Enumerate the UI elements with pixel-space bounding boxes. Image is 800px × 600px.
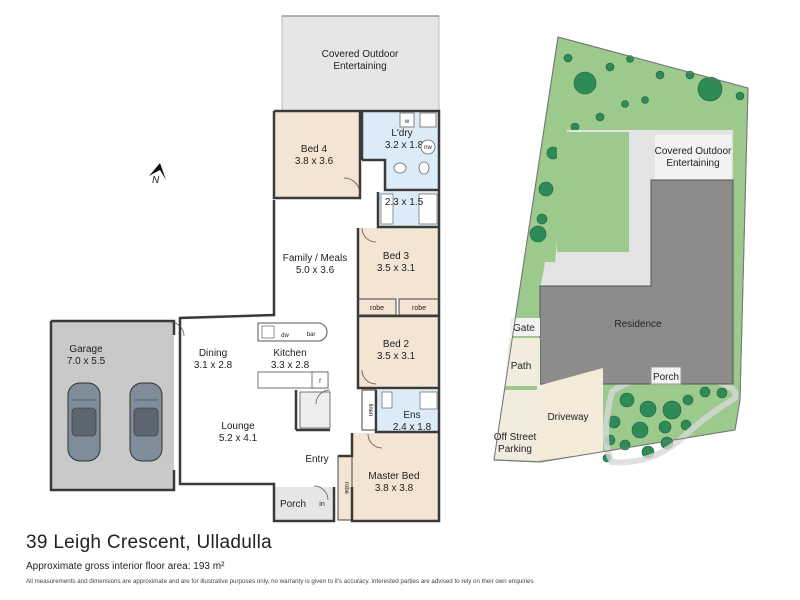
family-meals-room <box>274 200 358 315</box>
family-meals-label: Family / Meals <box>283 253 347 264</box>
site-path <box>505 338 540 386</box>
bed3-dims: 3.5 x 3.1 <box>377 263 416 274</box>
family-meals-dims: 5.0 x 3.6 <box>296 265 335 276</box>
master-robe-label: robe <box>343 482 349 495</box>
dishwasher-label: dw <box>281 333 289 339</box>
door-swings <box>169 177 383 501</box>
robe-right-label: robe <box>412 305 426 312</box>
entry-label: Entry <box>305 454 328 465</box>
master-bed-dims: 3.8 x 3.8 <box>375 483 414 494</box>
floor-area-text: Approximate gross interior floor area: 1… <box>26 561 225 572</box>
property-address: 39 Leigh Crescent, Ulladulla <box>26 532 273 553</box>
garage-label: Garage <box>69 344 103 355</box>
site-off-street-label-1: Off Street <box>494 432 537 443</box>
site-covered-outdoor <box>653 133 733 183</box>
site-gate-label: Gate <box>513 323 535 334</box>
walls <box>49 109 441 523</box>
bed2-dims: 3.5 x 3.1 <box>377 351 416 362</box>
dining-dims: 3.1 x 2.8 <box>194 360 233 371</box>
ensuite-dims: 2.4 x 1.8 <box>393 422 432 433</box>
site-covered-label-1: Covered Outdoor <box>655 146 732 157</box>
site-porch-label: Porch <box>653 372 679 383</box>
laundry-label: L'dry <box>391 128 412 139</box>
washer-label: w <box>404 119 410 125</box>
covered-outdoor-label-1: Covered Outdoor <box>322 49 399 60</box>
bed2-label: Bed 2 <box>383 339 410 350</box>
robe-left-label: robe <box>370 305 384 312</box>
site-path-label: Path <box>511 361 532 372</box>
lounge-dims: 5.2 x 4.1 <box>219 433 258 444</box>
site-off-street-label-2: Parking <box>498 444 532 455</box>
covered-outdoor-area <box>281 15 440 112</box>
bed2-room <box>358 317 439 388</box>
living-area <box>180 318 358 484</box>
porch-area <box>274 487 334 521</box>
car-left-icon <box>67 382 101 462</box>
dining-label: Dining <box>199 348 227 359</box>
laundry-dims: 3.2 x 1.8 <box>385 140 424 151</box>
floor-plan: Covered Outdoor Entertaining Bed 4 3.8 x… <box>49 15 441 523</box>
bathroom-dims: 2.3 x 1.5 <box>385 197 424 208</box>
bed4-label: Bed 4 <box>301 144 328 155</box>
compass-north-label: N <box>152 175 160 186</box>
site-porch <box>650 366 682 385</box>
bar-label: bar <box>307 332 316 338</box>
fridge-label: f <box>319 379 321 385</box>
site-covered-label-2: Entertaining <box>666 158 719 169</box>
nw-label: nw <box>424 145 432 151</box>
linen-label: linen <box>367 404 373 417</box>
site-residence-label: Residence <box>614 319 662 330</box>
master-bed-label: Master Bed <box>368 471 419 482</box>
bed3-room <box>358 228 439 299</box>
covered-outdoor-label-2: Entertaining <box>333 61 386 72</box>
site-plan: Covered Outdoor Entertaining Residence P… <box>493 36 749 466</box>
ensuite-label: Ens <box>403 410 420 421</box>
site-driveway <box>537 368 603 461</box>
bed4-dims: 3.8 x 3.6 <box>295 156 334 167</box>
master-bed-room <box>352 433 439 521</box>
kitchen-dims: 3.3 x 2.8 <box>271 360 310 371</box>
site-gate <box>510 318 540 336</box>
bed3-label: Bed 3 <box>383 251 410 262</box>
entry-in-label: in <box>319 501 325 508</box>
site-off-street-parking <box>494 390 537 461</box>
floor-plan-drawing: Covered Outdoor Entertaining Bed 4 3.8 x… <box>49 15 749 523</box>
bed4-room <box>274 111 360 198</box>
site-driveway-label: Driveway <box>547 412 588 423</box>
disclaimer-text: All measurements and dimensions are appr… <box>26 578 534 585</box>
porch-label: Porch <box>280 499 306 510</box>
kitchen-label: Kitchen <box>273 348 306 359</box>
compass: N <box>149 163 166 186</box>
car-right-icon <box>129 382 163 462</box>
lounge-label: Lounge <box>221 421 255 432</box>
garage-dims: 7.0 x 5.5 <box>67 356 106 367</box>
